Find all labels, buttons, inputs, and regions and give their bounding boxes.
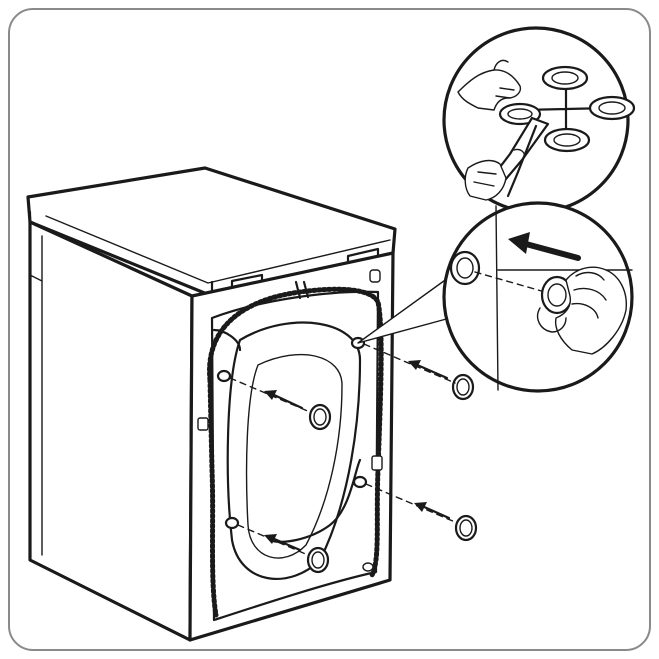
insert-arrow — [264, 390, 304, 410]
hole-cap — [306, 546, 330, 574]
hole-cap — [541, 65, 589, 91]
hole-cap — [454, 514, 478, 542]
insert-arrow — [408, 360, 449, 380]
hole-cap — [308, 403, 332, 431]
insert-arrow — [264, 534, 302, 552]
insert-arrow — [414, 502, 451, 520]
bolt-hole — [449, 250, 481, 286]
hand-icon — [554, 266, 627, 355]
hole-caps — [229, 343, 478, 574]
washing-machine — [26, 166, 397, 642]
hand-icon — [457, 69, 522, 111]
bolt-hole — [216, 369, 232, 383]
hole-cap — [543, 127, 591, 153]
hole-cap — [498, 102, 542, 126]
detail-insert-cap — [442, 201, 634, 393]
insert-arrow — [508, 232, 581, 261]
bolt-hole — [352, 475, 368, 489]
hole-cap — [588, 95, 636, 121]
power-cable — [207, 286, 384, 578]
hole-cap — [451, 373, 475, 401]
bolt-hole — [224, 516, 240, 530]
